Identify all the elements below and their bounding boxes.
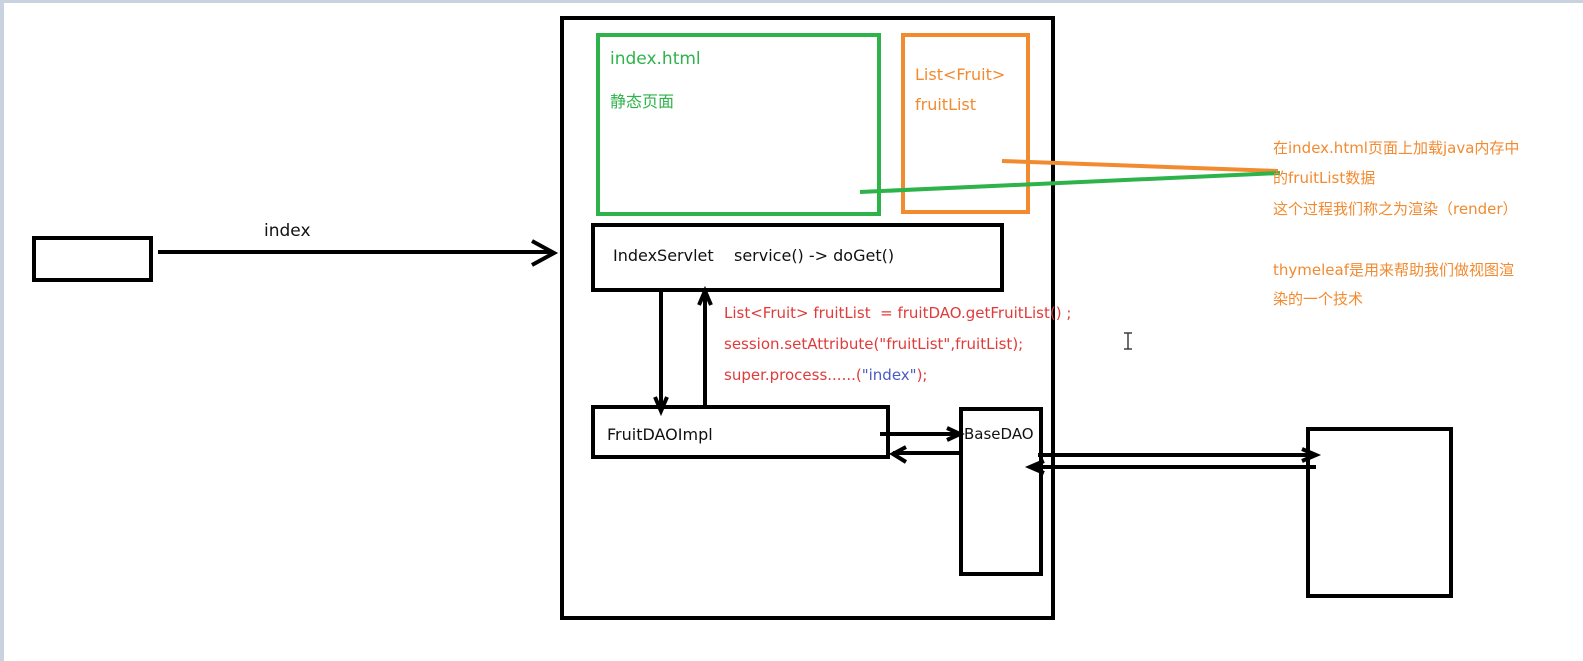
servlet-label: IndexServlet service() -> doGet() (613, 246, 895, 265)
base-dao-label: BaseDAO (964, 425, 1034, 443)
index-html-box (596, 33, 881, 216)
index-html-title: index.html (610, 49, 701, 69)
code-line-3-suffix: ); (916, 366, 928, 384)
index-html-subtitle: 静态页面 (610, 92, 675, 111)
green-note-line (859, 171, 1281, 194)
request-arrowhead (531, 239, 559, 267)
note-line-4: thymeleaf是用来帮助我们做视图渲 (1273, 261, 1514, 279)
note-line-2: 的fruitList数据 (1273, 169, 1376, 187)
basedao-to-db-arrowhead (1301, 447, 1322, 463)
servlet-box (591, 223, 1004, 292)
note-line-3: 这个过程我们称之为渲染（render） (1273, 200, 1518, 218)
basedao-to-impl-arrowhead (888, 445, 908, 464)
code-line-3-prefix: super.process......( (724, 366, 862, 384)
code-line-1: List<Fruit> fruitList = fruitDAO.getFrui… (724, 304, 1072, 322)
text-cursor-icon (1124, 332, 1132, 350)
db-to-basedao-arrowhead (1024, 459, 1045, 475)
base-dao-box (959, 407, 1043, 576)
server-container (560, 16, 1055, 620)
connector-layer (32, 16, 1453, 620)
note-line-1: 在index.html页面上加载java内存中 (1273, 139, 1520, 157)
impl-to-basedao-arrowhead (946, 426, 965, 442)
fruitlist-name: fruitList (915, 95, 977, 114)
orange-note-line (1001, 159, 1279, 173)
fruitlist-box (901, 33, 1030, 214)
request-label: index (264, 221, 311, 241)
database-box (1306, 427, 1453, 598)
servlet-to-dao-arrowhead (653, 396, 669, 417)
code-line-3: super.process......("index"); (724, 366, 927, 384)
note-line-5: 染的一个技术 (1273, 290, 1364, 308)
client-box (32, 236, 153, 282)
fruitlist-type: List<Fruit> (915, 65, 1006, 84)
code-line-3-string: "index" (861, 366, 917, 384)
dao-to-servlet-arrowhead (697, 285, 713, 306)
drawing-canvas: index index.html 静态页面 List<Fruit> fruitL… (4, 3, 1583, 661)
code-line-2: session.setAttribute("fruitList",fruitLi… (724, 335, 1024, 353)
fruit-dao-impl-label: FruitDAOImpl (607, 425, 713, 444)
